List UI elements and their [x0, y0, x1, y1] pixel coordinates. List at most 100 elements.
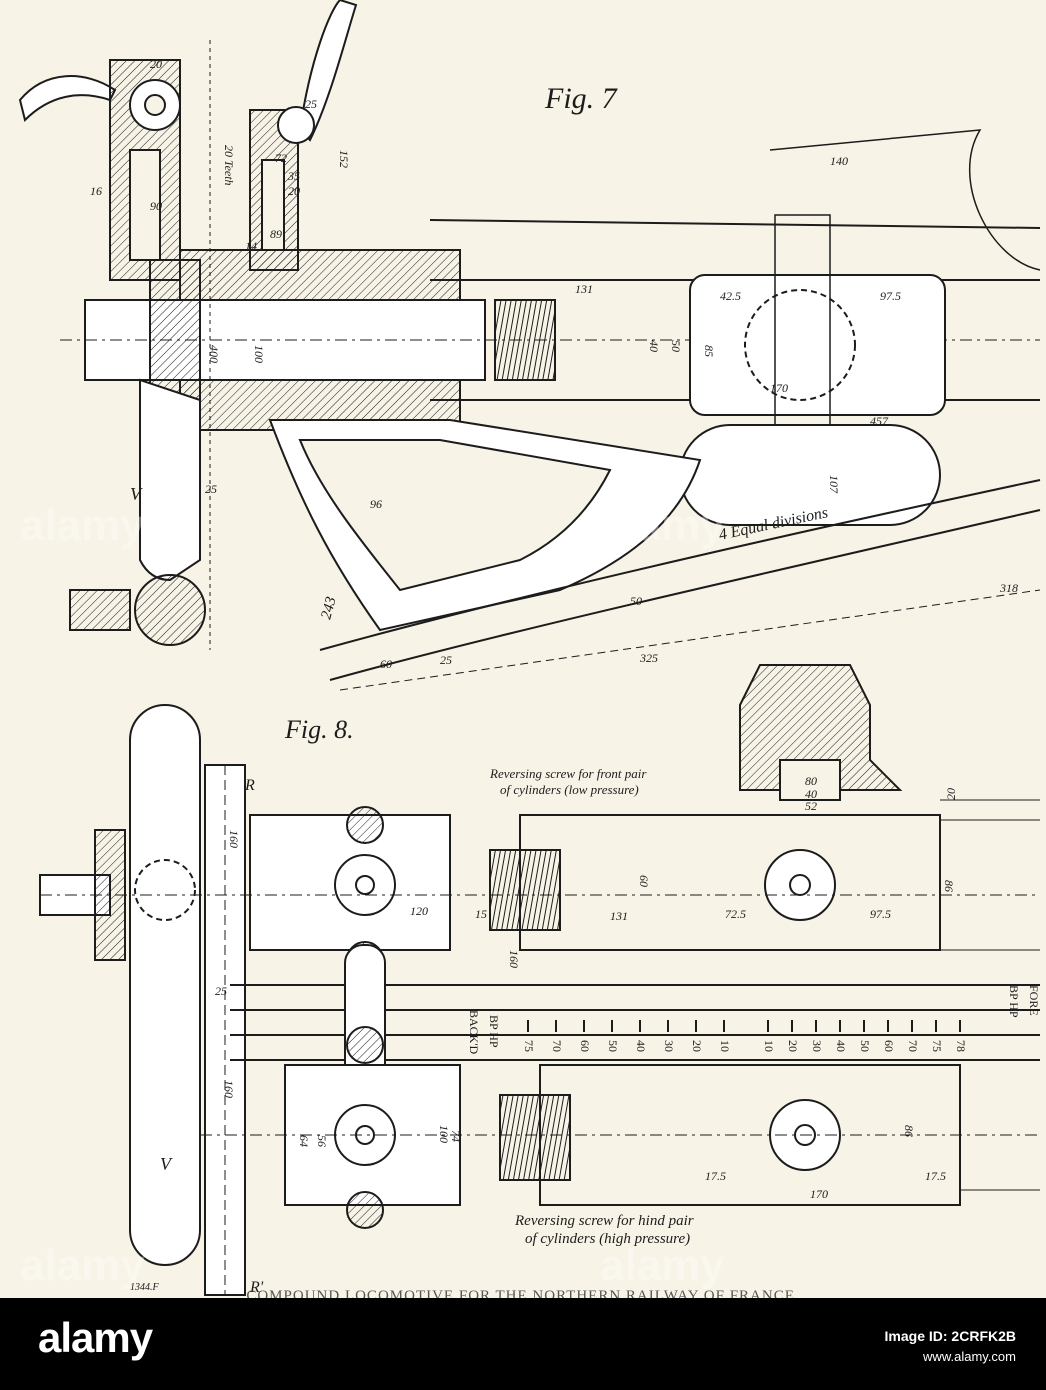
- scale-fore: FORE: [1027, 985, 1041, 1016]
- scale-tick-label: 30: [662, 1040, 676, 1052]
- dim-label: 400: [207, 345, 221, 363]
- note-hind-line1: Reversing screw for hind pair: [514, 1213, 694, 1229]
- dim-label: 86: [902, 1125, 916, 1137]
- dim-label: 80: [805, 774, 817, 788]
- watermark-text: alamy: [600, 1241, 725, 1290]
- fig8-title: Fig. 8.: [284, 715, 354, 744]
- dim-label: 25: [215, 984, 227, 998]
- dim-label: 25: [205, 482, 217, 496]
- scale-tick-label: 60: [578, 1040, 592, 1052]
- engineering-drawing: alamy alamy alamy alamy Fig. 7 Fig. 8. 1…: [18, 0, 1041, 1296]
- scale-tick-label: 40: [634, 1040, 648, 1052]
- dim-label: 100: [437, 1125, 451, 1143]
- dim-label: 50: [669, 340, 683, 352]
- stock-footer: alamy Image ID: 2CRFK2B www.alamy.com: [0, 1298, 1046, 1390]
- dim-label: 60: [380, 657, 392, 671]
- label-v-fig8: V: [160, 1154, 173, 1174]
- watermark-text: alamy: [20, 1241, 145, 1290]
- fig8-dimensions: 80 40 52 20 160 120 15 131 72.5 97.5 60 …: [130, 484, 958, 1296]
- scale-tick-label: 30: [810, 1040, 824, 1052]
- dim-label: 85: [702, 345, 716, 357]
- dim-label: 96: [370, 497, 382, 511]
- dim-label: 90: [150, 199, 162, 213]
- dim-label: 17.5: [925, 1169, 946, 1183]
- dim-label: 170: [770, 381, 788, 395]
- scale-tick-label: 75: [522, 1040, 536, 1052]
- scale-bp-hp-right: BP HP: [1007, 985, 1021, 1018]
- dim-label: 60: [637, 875, 651, 887]
- dim-label: 16: [90, 184, 102, 198]
- dim-label: 325: [639, 651, 658, 665]
- dim-label: 72: [275, 151, 287, 165]
- image-id: Image ID: 2CRFK2B: [884, 1328, 1016, 1344]
- dim-label: 17.5: [705, 1169, 726, 1183]
- scale-tick-label: 20: [786, 1040, 800, 1052]
- dim-label: 86: [942, 880, 956, 892]
- fig7-title: Fig. 7: [544, 82, 619, 115]
- dim-label: 25: [305, 97, 317, 111]
- label-r-prime: R': [249, 1279, 264, 1296]
- scale-ticks-left: 75 70 60 50 40 30 20 10: [522, 1020, 732, 1052]
- dim-label: 89: [270, 227, 282, 241]
- scale-tick-label: 50: [858, 1040, 872, 1052]
- dim-label: 20: [150, 57, 162, 71]
- label-v-fig7: V: [130, 484, 143, 504]
- scale-tick-label: 20: [690, 1040, 704, 1052]
- dim-label: 74: [449, 1130, 463, 1142]
- dim-label: 40: [647, 340, 661, 352]
- dim-label: 160: [507, 950, 521, 968]
- watermark-text: alamy: [600, 501, 725, 550]
- dim-label: 160: [227, 830, 241, 848]
- dim-label: 152: [337, 150, 351, 168]
- dim-label: 42.5: [720, 289, 741, 303]
- scale-tick-label: 60: [882, 1040, 896, 1052]
- dim-label: 15: [475, 907, 487, 921]
- dim-label: 107: [827, 475, 841, 494]
- scale-tick-label: 10: [762, 1040, 776, 1052]
- dim-label: 20 Teeth: [222, 145, 236, 186]
- dim-label: 131: [575, 282, 593, 296]
- dim-label: 56: [315, 1135, 329, 1147]
- reversing-screw-notes: Reversing screw for front pair of cylind…: [489, 766, 694, 1247]
- dim-label: 100: [252, 345, 266, 363]
- note-hind-line2: of cylinders (high pressure): [525, 1231, 690, 1247]
- dim-label: 160: [222, 1080, 236, 1098]
- dim-label: 50: [630, 594, 642, 608]
- watermark-text: alamy: [20, 501, 145, 550]
- fig7-drawing: [18, 0, 1041, 691]
- dim-label: 64: [297, 1135, 311, 1147]
- scale-tick-label: 10: [718, 1040, 732, 1052]
- dim-label: 318: [999, 581, 1018, 595]
- dim-label: 25: [440, 653, 452, 667]
- dim-label: 97.5: [870, 907, 891, 921]
- scale-back: BACK'D: [467, 1010, 481, 1055]
- scale-tick-label: 50: [606, 1040, 620, 1052]
- notch-scale: BP HP BACK'D BP HP FORE 75 70 60 50 40 30 20 10…: [467, 985, 1041, 1055]
- drawing-svg: alamy alamy alamy alamy Fig. 7 Fig. 8. 1…: [18, 0, 1041, 1296]
- scale-tick-label: 75: [930, 1040, 944, 1052]
- scale-bp-hp-left: BP HP: [487, 1015, 501, 1048]
- alamy-logo: alamy: [38, 1314, 153, 1361]
- dim-label: 35: [287, 169, 300, 183]
- label-r: R: [244, 777, 255, 794]
- dim-label: 170: [810, 1187, 828, 1201]
- dim-label: 131: [610, 909, 628, 923]
- dim-label: 72.5: [725, 907, 746, 921]
- note-front-line2: of cylinders (low pressure): [500, 782, 639, 797]
- note-front-line1: Reversing screw for front pair: [489, 766, 647, 781]
- dim-label: 120: [410, 904, 428, 918]
- dim-label: 20: [288, 184, 300, 198]
- dim-label: 52: [805, 799, 817, 813]
- dim-label: 457: [870, 414, 889, 428]
- dim-label: 20: [944, 788, 958, 800]
- dim-label: 140: [830, 154, 848, 168]
- dim-label: 40: [805, 787, 817, 801]
- scale-tick-label: 40: [834, 1040, 848, 1052]
- scale-tick-label: 70: [550, 1040, 564, 1052]
- plate-number: 1344.F: [130, 1282, 160, 1293]
- fig8-drawing: [39, 664, 1040, 1296]
- watermarks: alamy alamy alamy alamy: [20, 501, 725, 1290]
- image-info: Image ID: 2CRFK2B www.alamy.com: [885, 1326, 1016, 1367]
- site-url: www.alamy.com: [923, 1349, 1016, 1364]
